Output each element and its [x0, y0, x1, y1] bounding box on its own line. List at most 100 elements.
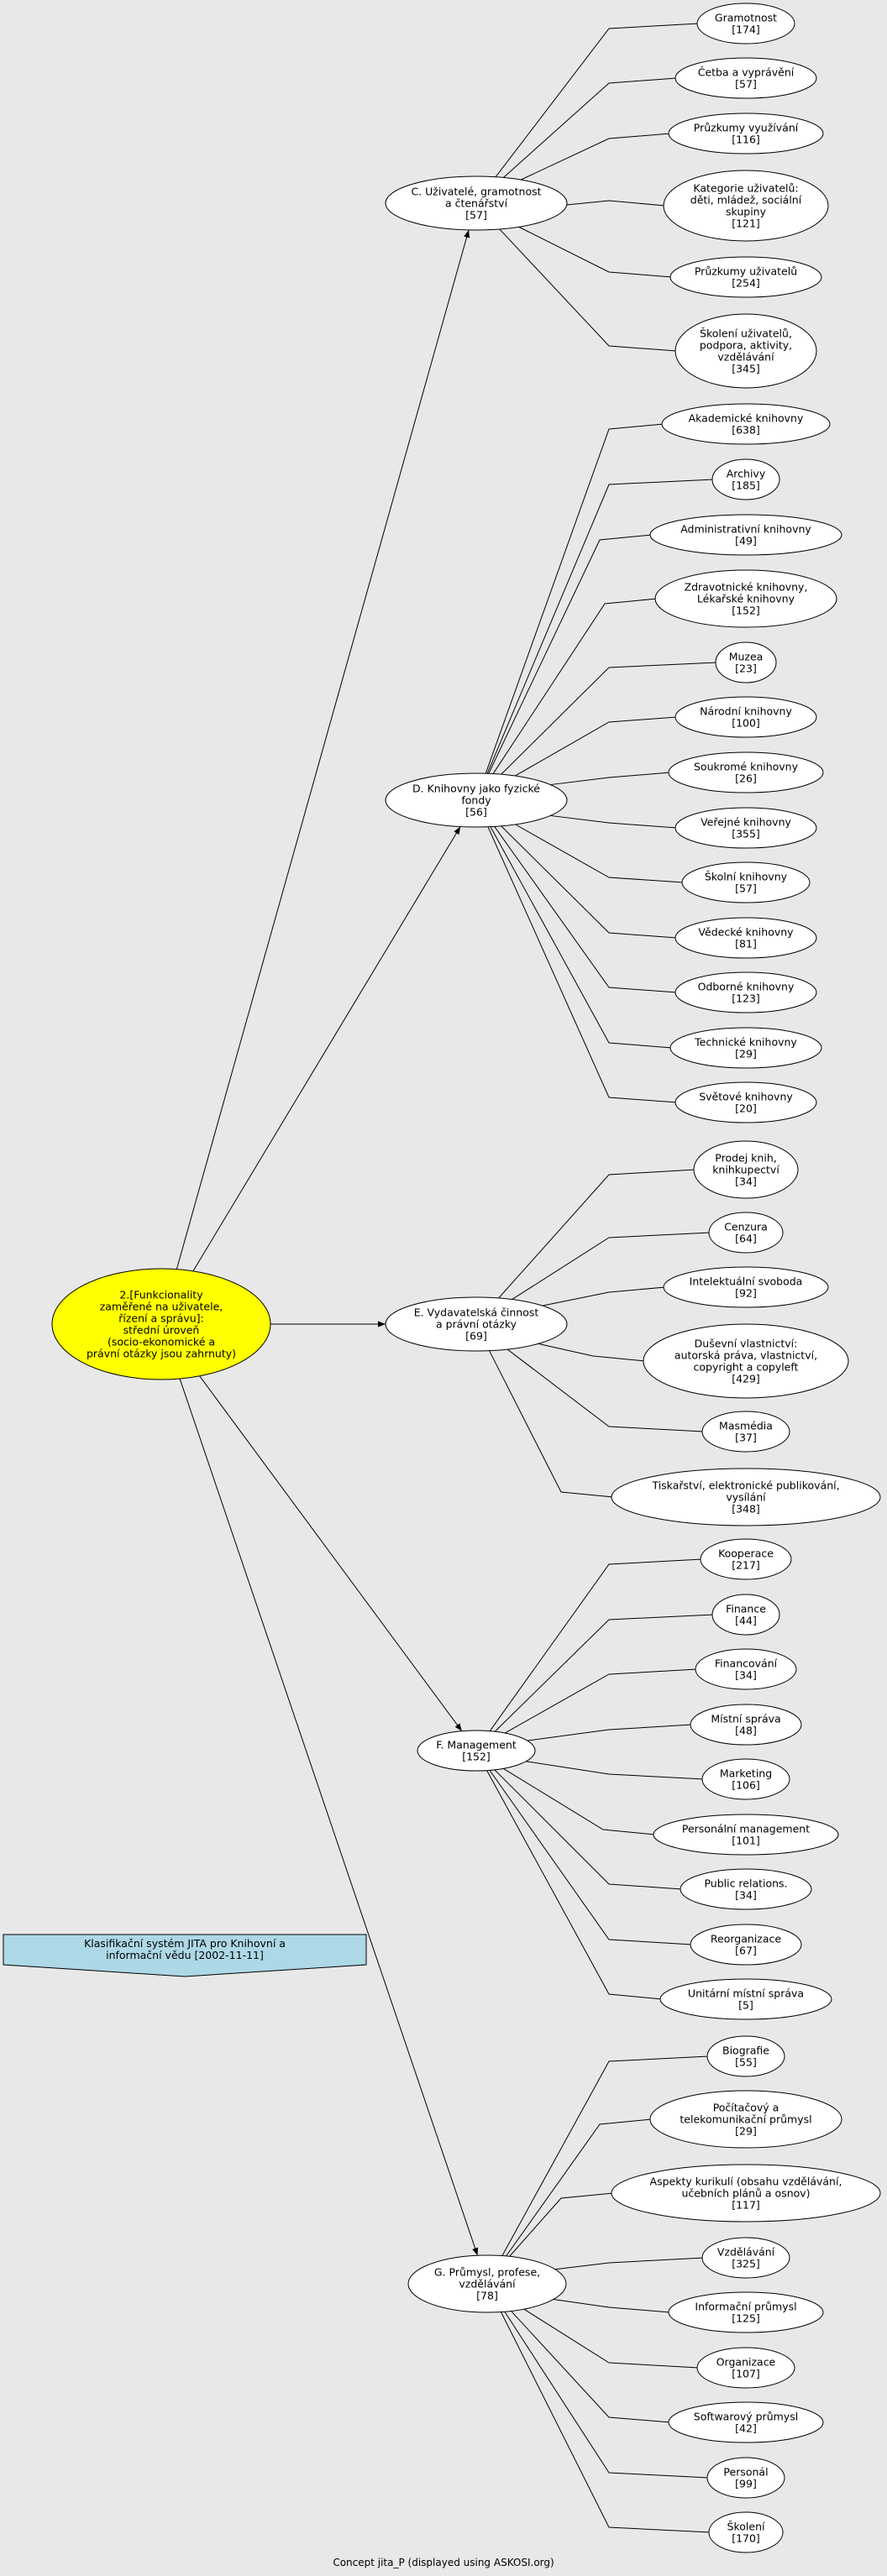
concept-node-c6-label: vzdělávání [717, 351, 774, 364]
banner-text: Klasifikační systém JITA pro Knihovní a [84, 1937, 286, 1950]
concept-node-d2-label: [185] [732, 479, 760, 492]
category-node-f-label: F. Management [436, 1739, 517, 1751]
concept-node-c1[interactable]: Gramotnost[174] [696, 3, 795, 45]
concept-node-g7-shape [668, 2401, 824, 2443]
concept-node-f7[interactable]: Public relations.[34] [680, 1868, 812, 1910]
concept-node-e1-label: Prodej knih, [715, 1152, 776, 1165]
concept-node-g9-label: Školení [727, 2521, 765, 2533]
edge-root-to-f [199, 1375, 463, 1732]
edge-d-to-d13 [487, 826, 678, 1103]
concept-node-c2-label: [57] [735, 78, 757, 91]
footer-caption: Concept jita_P (displayed using ASKOSI.o… [333, 2557, 554, 2568]
concept-node-c5[interactable]: Průzkumy uživatelů[254] [669, 256, 822, 298]
category-node-c-label: [57] [465, 209, 487, 222]
edge-root-to-g [179, 1378, 479, 2256]
concept-node-d6[interactable]: Národní knihovny[100] [674, 696, 817, 738]
concept-node-c3[interactable]: Průzkumy využívání[116] [668, 113, 824, 154]
concept-node-d4-shape [654, 569, 837, 628]
concept-node-d1[interactable]: Akademické knihovny[638] [661, 403, 831, 445]
category-node-g[interactable]: G. Průmysl, profese,vzdělávání[78] [407, 2254, 567, 2313]
concept-node-f7-shape [680, 1868, 812, 1910]
concept-node-g4[interactable]: Vzdělávání[325] [701, 2237, 790, 2279]
concept-node-d10[interactable]: Vědecké knihovny[81] [674, 917, 817, 959]
concept-node-g8[interactable]: Personál[99] [706, 2457, 785, 2499]
concept-node-g5-label: [125] [732, 2312, 760, 2325]
concept-node-d9[interactable]: Školní knihovny[57] [681, 861, 811, 903]
concept-node-g9[interactable]: Školení[170] [708, 2511, 784, 2553]
edge-f-to-f4 [527, 1724, 693, 1741]
banner: Klasifikační systém JITA pro Knihovní ai… [3, 1934, 367, 1977]
concept-node-c3-label: [116] [732, 134, 760, 146]
concept-node-c1-label: [174] [732, 24, 760, 36]
concept-node-e2-label: Cenzura [724, 1221, 768, 1233]
concept-node-g5[interactable]: Informační průmysl[125] [668, 2291, 824, 2333]
concept-node-d4[interactable]: Zdravotnické knihovny,Lékařské knihovny[… [654, 569, 837, 628]
concept-node-d7[interactable]: Soukromé knihovny[26] [668, 751, 824, 793]
concept-node-d5[interactable]: Muzea[23] [715, 641, 777, 683]
edge-d-to-d2 [486, 479, 715, 774]
concept-node-g3[interactable]: Aspekty kurikulí (obsahu vzdělávání,učeb… [611, 2164, 881, 2223]
concept-node-e4[interactable]: Duševní vlastnictví:autorská práva, vlas… [643, 1323, 849, 1399]
concept-node-f1[interactable]: Kooperace[217] [700, 1538, 792, 1580]
concept-node-g8-shape [706, 2457, 785, 2499]
concept-node-d13-shape [674, 1081, 817, 1123]
concept-node-e5-shape [701, 1411, 790, 1453]
concept-node-f2[interactable]: Finance[44] [711, 1594, 780, 1636]
edge-d-to-d10 [501, 825, 678, 939]
concept-node-e2[interactable]: Cenzura[64] [708, 1212, 784, 1254]
concept-node-e2-shape [708, 1212, 784, 1254]
concept-node-d12[interactable]: Technické knihovny[29] [669, 1027, 822, 1069]
edge-d-to-d11 [494, 826, 678, 993]
concept-node-d13[interactable]: Světové knihovny[20] [674, 1081, 817, 1123]
category-node-f-label: [152] [462, 1751, 491, 1763]
concept-node-f5[interactable]: Marketing[106] [701, 1758, 790, 1800]
concept-node-d3-label: [49] [735, 535, 757, 547]
concept-node-g2-shape [649, 2090, 842, 2149]
edge-d-to-d12 [490, 826, 673, 1049]
concept-node-g6-shape [696, 2347, 795, 2389]
concept-node-f9-label: [5] [738, 1999, 753, 2012]
concept-node-d3[interactable]: Administrativní knihovny[49] [649, 514, 842, 556]
concept-node-g9-shape [708, 2511, 784, 2553]
concept-node-c1-label: Gramotnost [715, 12, 777, 24]
concept-node-f4[interactable]: Místní správa[48] [690, 1704, 802, 1746]
concept-node-e1[interactable]: Prodej knih,knihkupectví[34] [693, 1140, 799, 1199]
edge-g-to-g4 [554, 2257, 705, 2270]
category-node-f[interactable]: F. Management[152] [417, 1730, 536, 1772]
concept-node-e4-shape [643, 1323, 849, 1399]
concept-node-c4[interactable]: Kategorie uživatelů:děti, mládež, sociál… [663, 170, 829, 242]
root-concept-node-label: střední úroveň [123, 1324, 200, 1337]
concept-node-f2-label: [44] [735, 1615, 757, 1627]
edge-e-to-e4 [538, 1343, 646, 1362]
concept-node-d8[interactable]: Veřejné knihovny[355] [674, 807, 817, 849]
concept-node-d11[interactable]: Odborné knihovny[123] [674, 971, 817, 1013]
concept-node-d12-label: [29] [735, 1048, 757, 1060]
edge-c-to-c2 [503, 77, 678, 178]
concept-node-e6[interactable]: Tiskařství, elektronické publikování,vys… [611, 1468, 881, 1526]
concept-node-g1[interactable]: Biografie[55] [706, 2035, 785, 2077]
concept-node-f8-label: Reorganizace [711, 1933, 781, 1945]
concept-node-f6[interactable]: Personální management[101] [653, 1814, 839, 1856]
concept-node-e5[interactable]: Masmédia[37] [701, 1411, 790, 1453]
concept-node-f9[interactable]: Unitární místní správa[5] [659, 1978, 832, 2020]
concept-node-c2[interactable]: Četba a vyprávění[57] [674, 57, 817, 99]
concept-node-d3-shape [649, 514, 842, 556]
concept-node-f8[interactable]: Reorganizace[67] [690, 1924, 802, 1966]
concept-node-g2-label: [29] [735, 2125, 757, 2138]
concept-node-d4-label: Zdravotnické knihovny, [685, 581, 808, 594]
concept-node-g6[interactable]: Organizace[107] [696, 2347, 795, 2389]
concept-node-c6[interactable]: Školení uživatelů,podpora, aktivity,vzdě… [674, 313, 817, 389]
concept-node-e3[interactable]: Intelektuální svoboda[92] [663, 1266, 829, 1308]
concept-node-d13-label: Světové knihovny [699, 1091, 793, 1103]
concept-node-d2[interactable]: Archivy[185] [711, 458, 780, 500]
concept-node-f3-shape [695, 1648, 797, 1690]
concept-node-g7[interactable]: Softwarový průmysl[42] [668, 2401, 824, 2443]
concept-node-f3[interactable]: Financování[34] [695, 1648, 797, 1690]
